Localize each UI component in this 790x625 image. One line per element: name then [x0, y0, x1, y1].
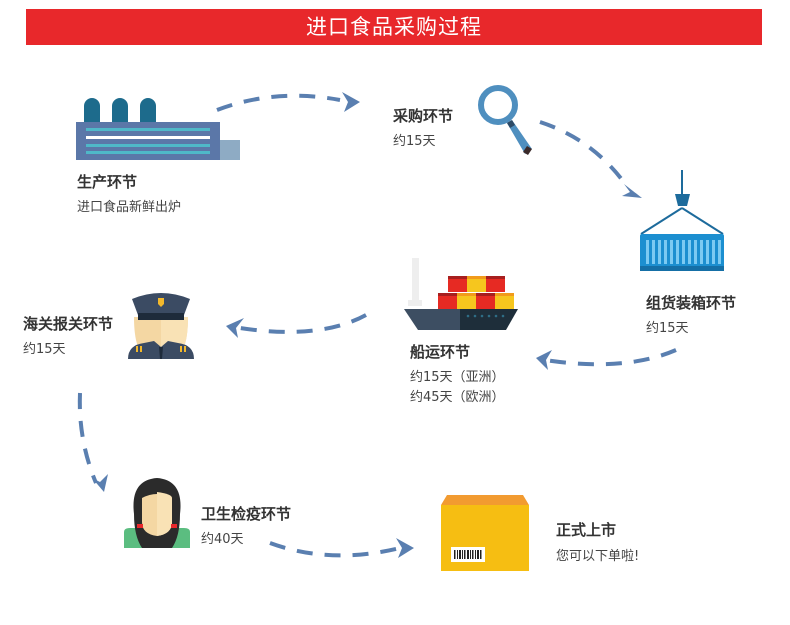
- step-title-shipping: 船运环节: [410, 343, 471, 361]
- container-icon: [640, 170, 724, 271]
- inspector-icon: [124, 478, 190, 548]
- arrowhead-3: [536, 350, 552, 370]
- magnifier-icon: [478, 85, 532, 155]
- step-desc-container-packing: 约15天: [646, 321, 689, 336]
- arrow-customs-to-inspection: [77, 392, 98, 484]
- step-title-customs: 海关报关环节: [23, 315, 114, 333]
- arrow-inspection-to-onsale: [269, 541, 401, 558]
- arrowhead-2: [622, 184, 642, 198]
- step-title-on-sale: 正式上市: [556, 521, 617, 539]
- step-title-health-inspection: 卫生检疫环节: [201, 505, 292, 523]
- customs-officer-icon: [128, 293, 194, 359]
- step-desc-production: 进口食品新鲜出炉: [77, 200, 182, 215]
- package-box-icon: [441, 495, 529, 571]
- arrowhead-4: [226, 318, 244, 338]
- arrow-shipping-to-customs: [239, 313, 367, 334]
- step-desc-on-sale: 您可以下单啦!: [556, 549, 640, 564]
- step-desc-purchasing: 约15天: [393, 134, 436, 149]
- step-desc-customs: 约15天: [23, 342, 66, 357]
- step-title-purchasing: 采购环节: [393, 107, 454, 125]
- step-title-production: 生产环节: [77, 173, 138, 191]
- step-desc-shipping-europe: 约45天（欧洲）: [410, 390, 505, 405]
- step-title-container-packing: 组货装箱环节: [646, 294, 737, 312]
- cargo-ship-icon: [404, 258, 518, 330]
- arrowhead-6: [396, 538, 414, 558]
- factory-icon: [76, 98, 240, 160]
- arrow-packing-to-shipping: [544, 348, 677, 367]
- arrowhead-5: [92, 474, 108, 492]
- arrowhead-1: [342, 92, 360, 112]
- page-banner-title: 进口食品采购过程: [26, 9, 762, 45]
- step-desc-shipping-asia: 约15天（亚洲）: [410, 370, 505, 385]
- arrow-purchasing-to-packing: [539, 120, 630, 190]
- arrow-production-to-purchasing: [216, 93, 341, 112]
- step-desc-health-inspection: 约40天: [201, 532, 244, 547]
